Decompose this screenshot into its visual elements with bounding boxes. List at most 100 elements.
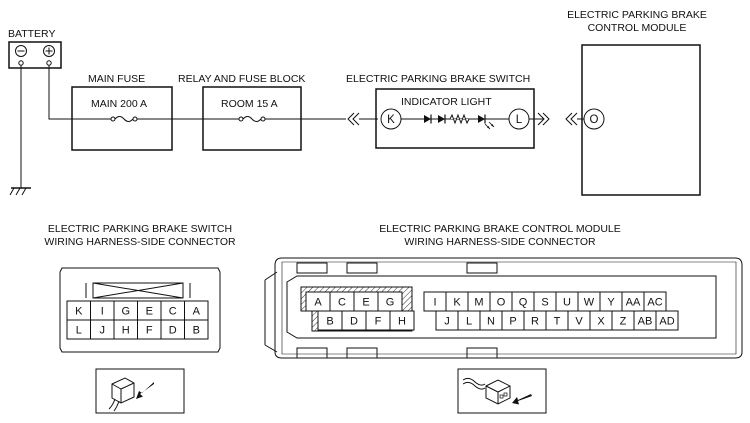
connector-pin-box [184,319,209,340]
connector-pin-label: S [541,297,548,309]
module-connector-face [264,257,743,359]
connector-pin-label: N [487,316,495,328]
connector-mark-icon [347,112,360,126]
connector-pin-cell: J [435,310,459,331]
connector-pin-cell: B [317,310,343,331]
connector-pin-cell: F [365,310,391,331]
connector-mark-icon [537,112,550,126]
switch-connector-view-frame [95,368,185,414]
connector-pin-cell: D [341,310,367,331]
indicator-light-label: INDICATOR LIGHT [401,96,492,108]
diode-icon [424,114,432,124]
connector-pin-cell: V [567,310,591,331]
ground-icon [9,187,31,196]
connector-pin-label: A [193,306,201,318]
connector-pin-label: C [169,306,177,318]
connector-pin-cell: AD [655,310,679,331]
connector-pin-label: C [338,297,346,309]
module-box [581,44,701,196]
switch-connector-face [59,267,221,353]
connector-pin-cell: AA [621,291,645,312]
connector-pin-label: T [554,316,561,328]
connector-pin-label: Z [620,316,627,328]
connector-pin-cell: C [329,291,355,312]
relay-block-rating: ROOM 15 A [221,98,278,110]
battery-terminal-positive [46,60,52,66]
connector-pin-label: AD [659,316,674,328]
connector-pin-cell: K [445,291,469,312]
module-connector-title-line1: ELECTRIC PARKING BRAKE CONTROL MODULE [379,223,621,235]
connector-pin-cell: M [467,291,491,312]
connector-pin-label: J [444,316,450,328]
module-title-line1: ELECTRIC PARKING BRAKE [567,9,707,21]
connector-pin-label: P [509,316,516,328]
connector-pin-label: B [326,316,333,328]
connector-pin-cell: W [577,291,601,312]
connector-pin-cell: E [137,300,162,321]
connector-pin-label: K [453,297,461,309]
connector-pin-label: R [531,316,539,328]
connector-pin-cell: S [533,291,557,312]
fuse-icon [238,116,266,122]
connector-pin-label: E [362,297,369,309]
connector-pin-label: AB [638,316,653,328]
connector-pin-label: H [398,316,406,328]
connector-pin-box [655,310,679,331]
connector-pin-cell: T [545,310,569,331]
connector-pin-label: U [563,297,571,309]
connector-pin-cell: P [501,310,525,331]
connector-mark-icon [565,112,578,126]
connector-pin-cell: N [479,310,503,331]
connector-pin-label: L [76,325,82,337]
connector-pin-cell: A [184,300,209,321]
connector-pin-cell: L [66,319,91,340]
connector-pin-cell: X [589,310,613,331]
connector-pin-label: O [497,297,506,309]
connector-pin-cell: E [353,291,379,312]
connector-pin-cell: Z [611,310,635,331]
module-pin-o [583,108,605,130]
connector-pin-box [389,310,415,331]
connector-pin-cell: D [160,319,185,340]
connector-view-icon [462,377,532,405]
module-pin-o-label: O [590,114,599,126]
connector-pin-label: Y [607,297,615,309]
main-fuse-rating: MAIN 200 A [91,98,147,110]
connector-pin-label: J [100,325,106,337]
battery-plus-icon [43,45,55,57]
battery-box [8,41,62,69]
connector-pin-label: F [375,316,382,328]
diode-icon [438,114,446,124]
fuse-icon [110,116,138,122]
module-title-line2: CONTROL MODULE [588,22,687,34]
connector-pin-label: A [314,297,322,309]
connector-pin-cell: R [523,310,547,331]
connector-pin-cell: H [389,310,415,331]
connector-pin-cell: AC [643,291,667,312]
led-icon [478,114,495,130]
connector-pin-cell: J [90,319,115,340]
module-connector-view-frame [457,368,547,414]
connector-pin-label: G [386,297,395,309]
connector-pin-label: E [146,306,153,318]
module-connector-title-line2: WIRING HARNESS-SIDE CONNECTOR [404,236,596,248]
connector-pin-label: B [193,325,200,337]
connector-pin-cell: L [457,310,481,331]
connector-pin-label: D [169,325,177,337]
connector-pin-label: F [146,325,153,337]
switch-connector-title-line1: ELECTRIC PARKING BRAKE SWITCH [48,223,232,235]
connector-pin-cell: AB [633,310,657,331]
battery-minus-icon [15,45,27,57]
connector-pin-label: AA [626,297,641,309]
connector-pin-label: V [575,316,583,328]
connector-pin-label: I [433,297,436,309]
connector-pin-label: AC [647,297,662,309]
resistor-icon [449,113,470,125]
connector-pin-cell: A [305,291,331,312]
connector-pin-cell: B [184,319,209,340]
switch-connector-title-line2: WIRING HARNESS-SIDE CONNECTOR [44,236,236,248]
connector-pin-cell: H [113,319,138,340]
connector-pin-label: I [101,306,104,318]
relay-block-box [202,86,302,151]
